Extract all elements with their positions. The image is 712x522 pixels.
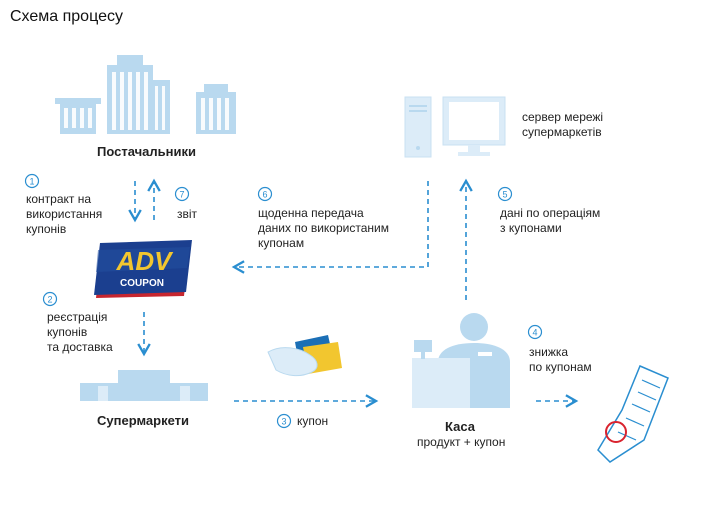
- logo-sub-text: COUPON: [120, 278, 164, 289]
- step-7-badge: 7: [174, 186, 190, 202]
- step-1-text: контракт на використання купонів: [26, 192, 103, 236]
- page-title: Схема процесу: [10, 8, 123, 25]
- supermarket-building-icon: [80, 370, 208, 401]
- svg-text:6: 6: [262, 190, 267, 200]
- server-label: сервер мережі супермаркетів: [522, 110, 604, 139]
- svg-text:3: 3: [281, 417, 286, 427]
- step-6-badge: 6: [257, 186, 273, 202]
- step-2-text: реєстрація купонів та доставка: [47, 310, 113, 354]
- svg-text:7: 7: [179, 190, 184, 200]
- step-3-text: купон: [297, 414, 329, 428]
- step-5-badge: 5: [497, 186, 513, 202]
- step-badges: 1 7 2 6 5 4 3: [24, 173, 543, 429]
- step-6-text: щоденна передача даних по використаним к…: [258, 206, 389, 250]
- server-computer-icon: [404, 96, 506, 158]
- suppliers-label: Постачальники: [97, 144, 196, 159]
- receipt-icon: [597, 365, 669, 463]
- svg-text:4: 4: [532, 328, 537, 338]
- svg-text:2: 2: [47, 295, 52, 305]
- adv-coupon-logo: ADV COUPON: [94, 240, 192, 298]
- step-5-text: дані по операціям з купонами: [500, 206, 601, 235]
- step-1-badge: 1: [24, 173, 40, 189]
- step-2-badge: 2: [42, 291, 58, 307]
- flow-arrows: [128, 178, 579, 408]
- svg-text:1: 1: [29, 177, 34, 187]
- supermarkets-label: Супермаркети: [97, 413, 190, 428]
- cashier-icon: [412, 313, 510, 408]
- step-4-text: знижка по купонам: [529, 345, 592, 374]
- step-4-badge: 4: [527, 324, 543, 340]
- logo-main-text: ADV: [116, 246, 175, 276]
- step-7-text: звіт: [177, 207, 198, 221]
- hand-with-coupon-icon: [267, 335, 342, 377]
- arrow-6-daily-transfer: [231, 181, 429, 274]
- step-3-badge: 3: [276, 413, 292, 429]
- svg-text:5: 5: [502, 190, 507, 200]
- suppliers-buildings-icon: [55, 55, 236, 134]
- checkout-sub-label: продукт + купон: [417, 435, 506, 449]
- checkout-label: Каса: [445, 419, 475, 434]
